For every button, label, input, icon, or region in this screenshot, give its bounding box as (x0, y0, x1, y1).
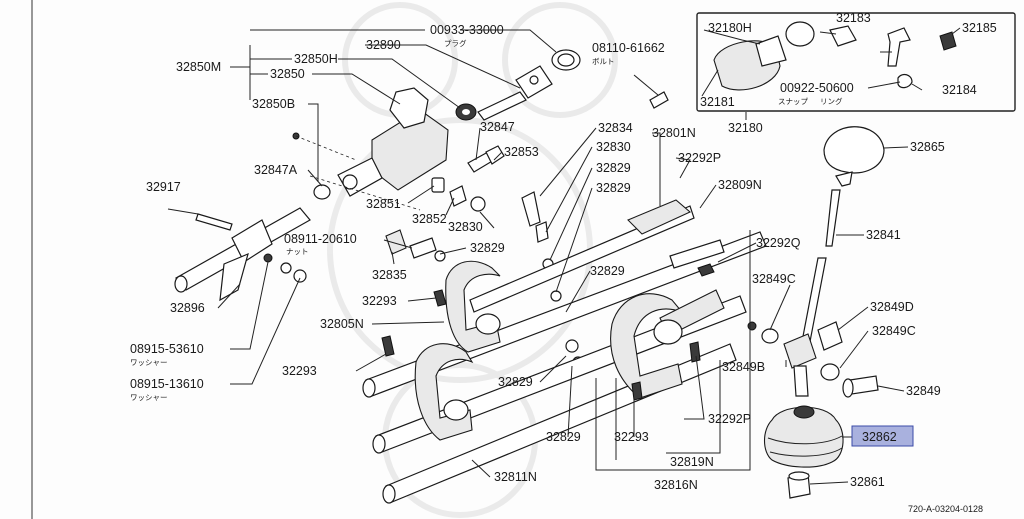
label-32835[interactable]: 32835 (372, 268, 407, 282)
label-32183[interactable]: 32183 (836, 11, 871, 25)
lever-rod-32841 (825, 189, 841, 247)
fork-arm-32809N (627, 199, 725, 269)
label-32292P-a[interactable]: 32292P (678, 151, 721, 165)
label-32917[interactable]: 32917 (146, 180, 181, 194)
label-32847A[interactable]: 32847A (254, 163, 298, 177)
label-32829-a[interactable]: 32829 (470, 241, 505, 255)
label-00922-jp-ring: リング (820, 96, 843, 106)
label-08915-53610-jp: ワッシャー (130, 358, 168, 367)
shift-knob-32865 (823, 126, 885, 187)
leader-lines (167, 27, 961, 485)
label-32829-f[interactable]: 32829 (546, 430, 581, 444)
label-32809N[interactable]: 32809N (718, 178, 762, 192)
diagram-code: 720-A-03204-0128 (908, 504, 983, 514)
label-32801N[interactable]: 32801N (652, 126, 696, 140)
spring-32851-part (431, 177, 445, 193)
label-32851[interactable]: 32851 (366, 197, 401, 211)
label-32841[interactable]: 32841 (866, 228, 901, 242)
label-32861[interactable]: 32861 (850, 475, 885, 489)
label-00933-33000[interactable]: 00933-33000 (430, 23, 504, 37)
label-32180[interactable]: 32180 (728, 121, 763, 135)
label-32816N[interactable]: 32816N (654, 478, 698, 492)
label-08915-13610[interactable]: 08915-13610 (130, 377, 204, 391)
label-32805N[interactable]: 32805N (320, 317, 364, 331)
pin-32293-part (433, 289, 447, 307)
label-32829-b[interactable]: 32829 (596, 161, 631, 175)
label-32180H[interactable]: 32180H (708, 21, 752, 35)
label-32185[interactable]: 32185 (962, 21, 997, 35)
washer-32847A-part (313, 184, 331, 200)
pin-32890-part (477, 65, 553, 121)
label-32850B[interactable]: 32850B (252, 97, 295, 111)
label-32896[interactable]: 32896 (170, 301, 205, 315)
parts-artwork (174, 21, 957, 504)
highlight-box-32862[interactable] (851, 425, 914, 447)
label-32293-c[interactable]: 32293 (614, 430, 649, 444)
shift-fork-32805N (445, 260, 501, 353)
spring-32852-part (449, 185, 467, 207)
lever-small-parts (747, 321, 879, 398)
label-08110-jp: ボルト (592, 57, 615, 66)
bushing-32861 (787, 471, 811, 499)
label-32850H[interactable]: 32850H (294, 52, 338, 66)
label-00933-jp: プラグ (444, 38, 467, 48)
shift-fork-32816N (610, 289, 725, 399)
label-32292P-b[interactable]: 32292P (708, 412, 751, 426)
plug-32835-part (385, 229, 407, 255)
housing-32850-part (337, 87, 449, 197)
label-32849D[interactable]: 32849D (870, 300, 914, 314)
subassembly-parts (713, 21, 957, 91)
subassembly-frame (696, 12, 1016, 112)
label-32849B[interactable]: 32849B (722, 360, 765, 374)
label-32181[interactable]: 32181 (700, 95, 735, 109)
label-32850M[interactable]: 32850M (176, 60, 221, 74)
label-08110-61662[interactable]: 08110-61662 (592, 41, 665, 55)
shift-fork-32811N (414, 343, 474, 441)
label-32847[interactable]: 32847 (480, 120, 515, 134)
control-lever-part (783, 257, 827, 397)
label-32830-b[interactable]: 32830 (596, 140, 631, 154)
label-32829-d[interactable]: 32829 (590, 264, 625, 278)
label-32834[interactable]: 32834 (598, 121, 633, 135)
label-00922-50600[interactable]: 00922-50600 (780, 81, 854, 95)
label-32830-a[interactable]: 32830 (448, 220, 483, 234)
label-32862[interactable]: 32862 (862, 430, 897, 444)
selector-rod-left (174, 207, 311, 302)
bolt-32834-part (521, 191, 541, 227)
label-32829-c[interactable]: 32829 (596, 181, 631, 195)
label-32829-e[interactable]: 32829 (498, 375, 533, 389)
boot-32862 (763, 405, 844, 468)
label-08915-53610[interactable]: 08915-53610 (130, 342, 204, 356)
label-32853[interactable]: 32853 (504, 145, 539, 159)
part-labels: 00933-33000 プラグ 32890 32850M 32850H 3285… (130, 11, 997, 514)
label-32849[interactable]: 32849 (906, 384, 941, 398)
label-32849C-a[interactable]: 32849C (752, 272, 796, 286)
label-32184[interactable]: 32184 (942, 83, 977, 97)
label-32890[interactable]: 32890 (366, 38, 401, 52)
label-32819N[interactable]: 32819N (670, 455, 714, 469)
label-08911-jp: ナット (286, 247, 309, 256)
label-00922-jp-snap: スナップ (778, 97, 808, 106)
label-32865[interactable]: 32865 (910, 140, 945, 154)
label-32811N[interactable]: 32811N (494, 470, 537, 484)
label-32850[interactable]: 32850 (270, 67, 305, 81)
label-32293-a[interactable]: 32293 (362, 294, 397, 308)
label-32292Q[interactable]: 32292Q (756, 236, 801, 250)
bolt-08110-part (649, 91, 669, 109)
label-32293-b[interactable]: 32293 (282, 364, 317, 378)
label-08911-20610[interactable]: 08911-20610 (284, 232, 357, 246)
label-32852[interactable]: 32852 (412, 212, 447, 226)
label-32849C-b[interactable]: 32849C (872, 324, 916, 338)
label-08915-13610-jp: ワッシャー (130, 393, 168, 402)
